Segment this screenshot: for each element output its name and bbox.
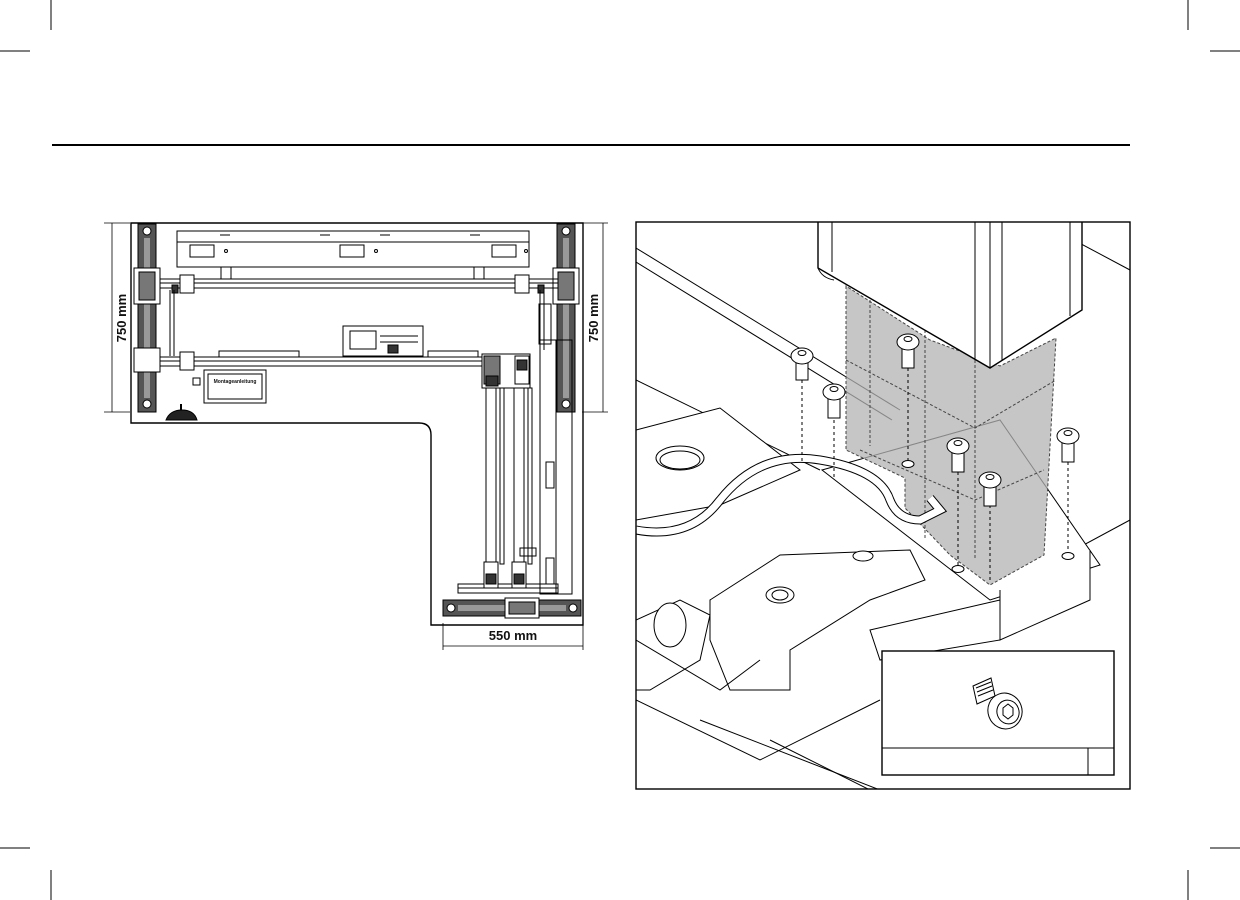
mounting-detail <box>636 222 1130 790</box>
screw-1 <box>791 348 813 380</box>
leg-right <box>553 224 579 412</box>
dimension-label-left: 750 mm <box>114 294 129 342</box>
leg-bottom <box>443 598 581 618</box>
cross-beam-bottom <box>458 562 558 593</box>
screw-6 <box>1057 428 1079 462</box>
control-box <box>343 326 423 356</box>
cross-beam-top <box>160 275 558 293</box>
instruction-plate <box>193 370 266 403</box>
screw-2 <box>823 384 845 418</box>
cross-beam-middle <box>160 351 498 370</box>
desk-top-view <box>104 223 608 650</box>
dimension-label-bottom: 550 mm <box>489 628 537 643</box>
leg-left <box>134 224 160 412</box>
glide-foot <box>166 404 197 420</box>
corner-bracket <box>482 354 530 388</box>
screw-inset <box>882 651 1114 775</box>
dimension-label-right: 750 mm <box>586 294 601 342</box>
rear-panel <box>177 231 529 279</box>
instruction-plate-label: Montageanleitung <box>214 379 257 385</box>
